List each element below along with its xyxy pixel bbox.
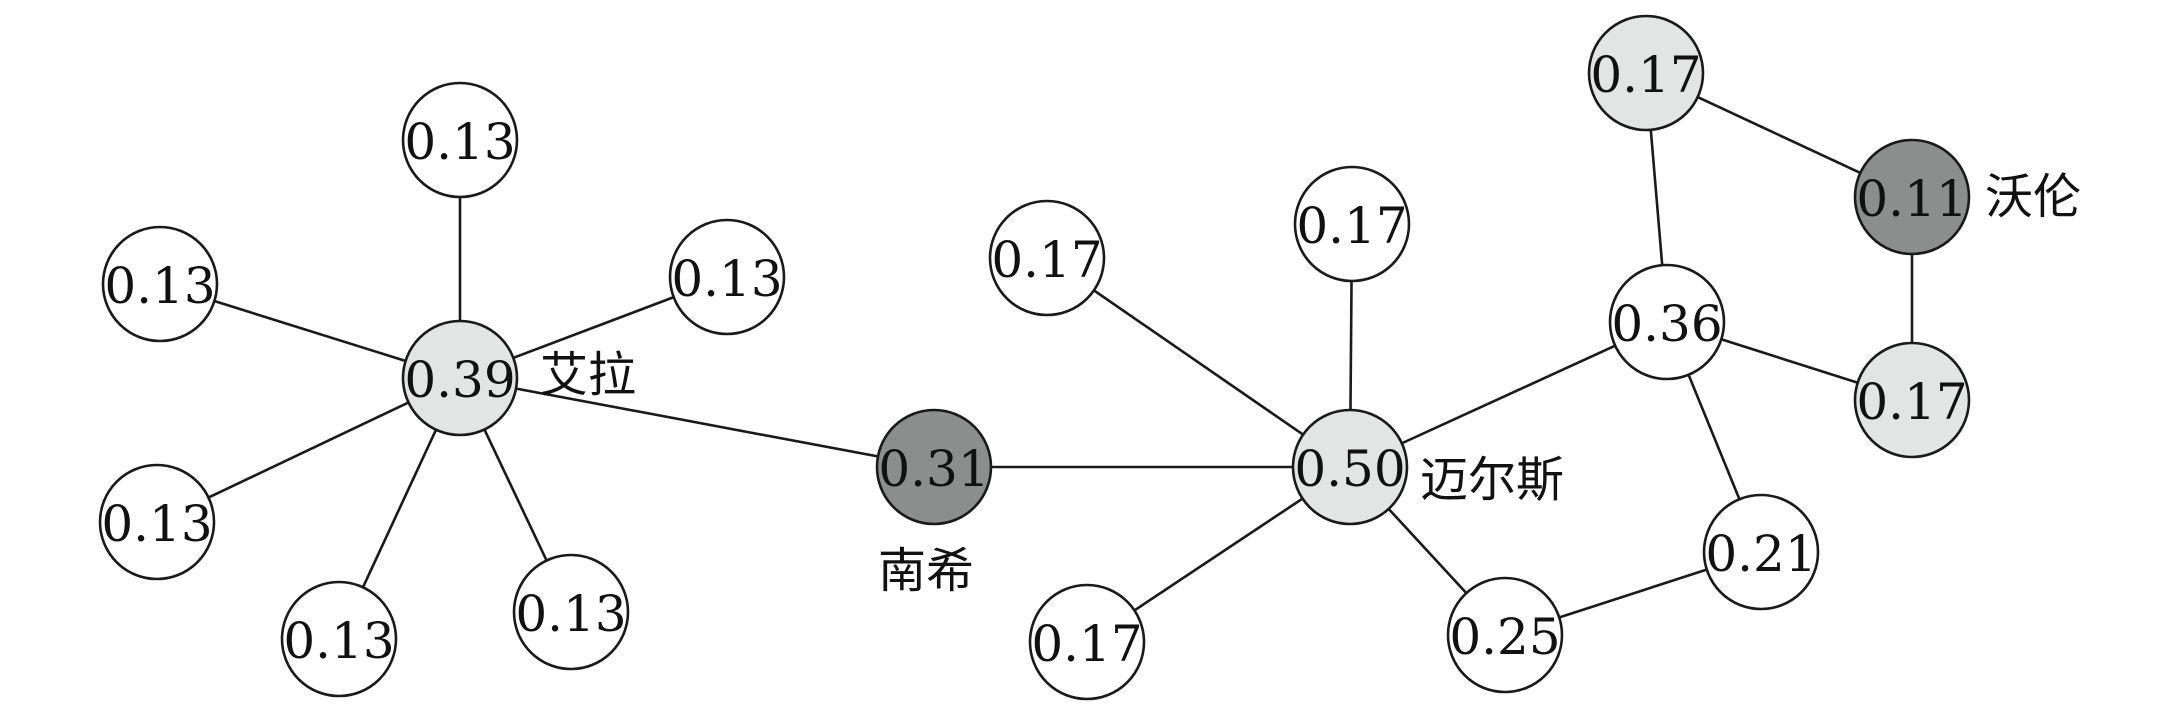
name-label-myles: 迈尔斯	[1420, 452, 1564, 508]
name-label-warren: 沃伦	[1985, 169, 2081, 225]
node-circle	[401, 81, 519, 199]
edge-myles-myles-n1	[1046, 256, 1351, 469]
node-circle	[512, 553, 630, 671]
node-top17: 0.17	[1587, 14, 1705, 132]
node-circle	[401, 319, 519, 437]
node-value: 0.31	[878, 440, 989, 498]
node-circle	[668, 218, 786, 336]
edge-ella-nancy	[459, 376, 935, 469]
node-hub36: 0.36	[1608, 263, 1726, 381]
node-circle	[280, 580, 398, 698]
node-value: 0.36	[1611, 295, 1722, 353]
name-label-ella: 艾拉	[540, 347, 636, 403]
node-right17: 0.17	[1853, 341, 1971, 459]
node-value: 0.39	[404, 351, 515, 409]
node-ella-n6: 0.13	[280, 580, 398, 698]
nodes-layer: 0.39 0.13 0.13 0.13 0.13 0.13 0.13 0.31 0.50 0.17…	[98, 14, 1971, 701]
node-circle	[1702, 493, 1820, 611]
node-ella-n5: 0.13	[512, 553, 630, 671]
node-n25: 0.25	[1446, 576, 1564, 694]
node-ella-n2: 0.13	[101, 225, 219, 343]
node-value: 0.50	[1294, 440, 1405, 498]
node-value: 0.25	[1449, 608, 1560, 666]
node-value: 0.13	[671, 250, 782, 308]
name-label-nancy: 南希	[878, 543, 974, 599]
node-value: 0.17	[1296, 197, 1407, 255]
node-ella: 0.39	[401, 319, 519, 437]
node-value: 0.17	[1590, 46, 1701, 104]
node-circle	[1853, 341, 1971, 459]
node-value: 0.17	[991, 231, 1102, 289]
node-value: 0.17	[1856, 373, 1967, 431]
node-value: 0.13	[404, 113, 515, 171]
node-myles-n2: 0.17	[1293, 165, 1411, 283]
node-circle	[1853, 138, 1971, 256]
node-value: 0.13	[283, 612, 394, 670]
node-value: 0.13	[104, 257, 215, 315]
node-myles-n3: 0.17	[1028, 583, 1146, 701]
node-circle	[101, 225, 219, 343]
node-ella-n3: 0.13	[668, 218, 786, 336]
node-ella-n4: 0.13	[98, 463, 216, 581]
node-circle	[1446, 576, 1564, 694]
node-circle	[1028, 583, 1146, 701]
node-circle	[988, 199, 1106, 317]
node-value: 0.17	[1031, 615, 1142, 673]
node-circle	[1291, 408, 1409, 526]
node-ella-n1: 0.13	[401, 81, 519, 199]
node-circle	[1608, 263, 1726, 381]
node-myles-n1: 0.17	[988, 199, 1106, 317]
node-circle	[1293, 165, 1411, 283]
node-circle	[875, 408, 993, 526]
node-myles: 0.50	[1291, 408, 1409, 526]
node-nancy: 0.31	[875, 408, 993, 526]
node-circle	[1587, 14, 1705, 132]
node-warren: 0.11	[1853, 138, 1971, 256]
node-value: 0.13	[101, 495, 212, 553]
node-value: 0.21	[1705, 525, 1816, 583]
node-value: 0.13	[515, 585, 626, 643]
node-circle	[98, 463, 216, 581]
node-n21: 0.21	[1702, 493, 1820, 611]
node-value: 0.11	[1856, 170, 1967, 228]
